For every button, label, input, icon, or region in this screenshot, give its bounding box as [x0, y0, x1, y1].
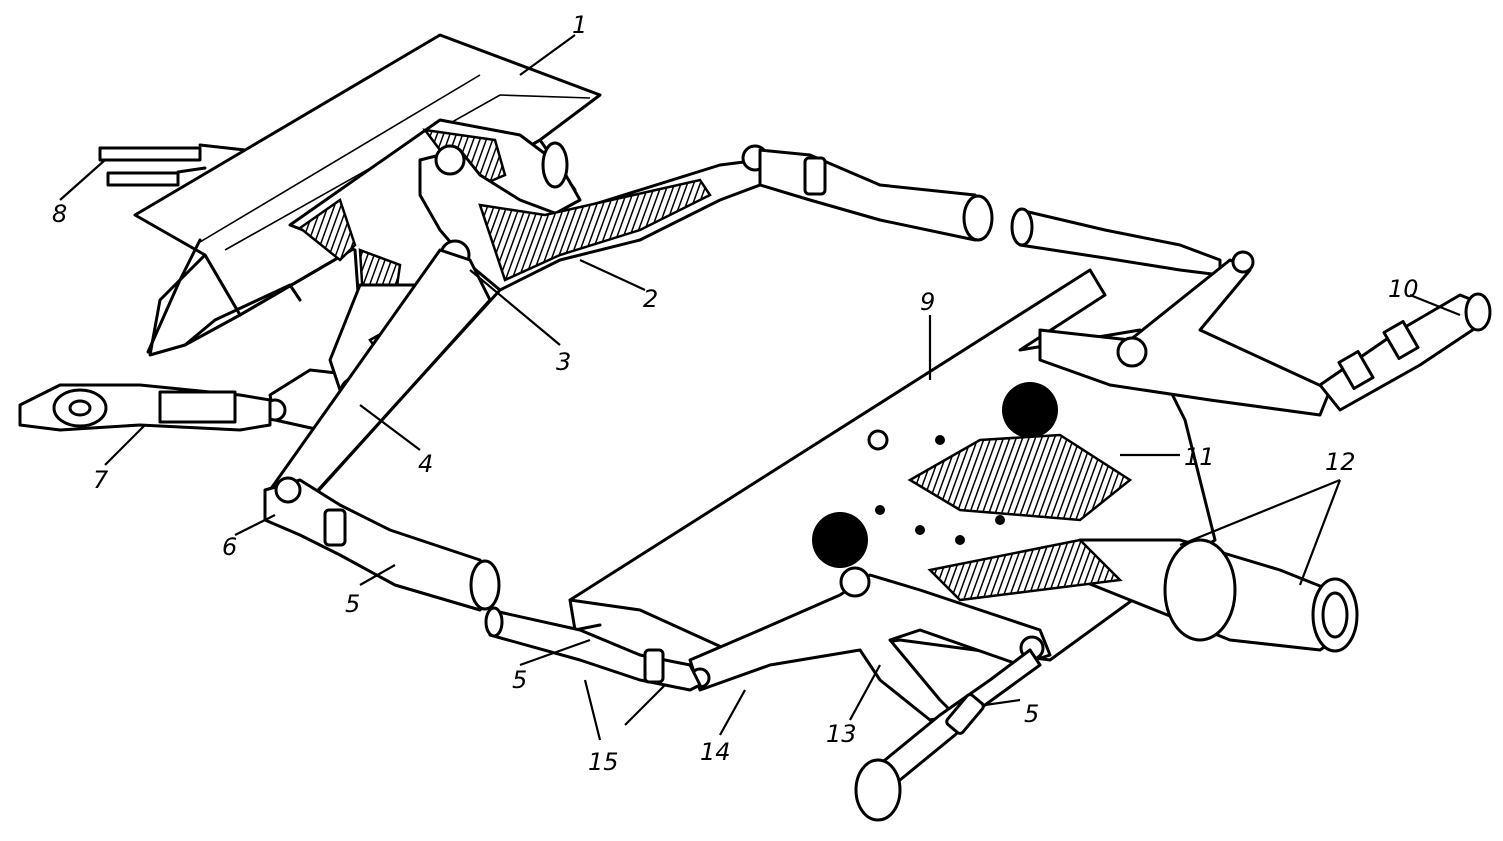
callout-2: 2	[643, 285, 658, 313]
callout-12: 12	[1325, 448, 1356, 476]
right-end-fitting-part-10	[1318, 292, 1492, 412]
leader-lines	[59, 34, 1461, 741]
callout-14: 14	[700, 738, 731, 766]
callout-10: 10	[1388, 275, 1419, 303]
pipe-hatches-part-8	[98, 143, 247, 187]
callout-13: 13	[826, 720, 857, 748]
callout-7: 7	[93, 466, 109, 494]
callout-1: 1	[572, 11, 587, 39]
callout-5-middle: 5	[512, 666, 527, 694]
callout-11: 11	[1184, 443, 1215, 471]
callout-labels: 1 2 3 4 5 5 5 6 7 8 9 10 11 12 13 14 15	[52, 11, 1419, 776]
callout-3: 3	[556, 348, 571, 376]
upper-rod-right	[758, 148, 994, 242]
callout-5-right: 5	[1024, 700, 1039, 728]
lower-middle-rod-part-15	[484, 606, 702, 692]
callout-9: 9	[920, 288, 935, 316]
callout-5-left: 5	[345, 590, 360, 618]
callout-6: 6	[222, 533, 237, 561]
lower-left-rod-part-5	[263, 476, 501, 612]
right-upper-rod	[1010, 207, 1332, 417]
power-cylinder-part-12	[927, 538, 1359, 653]
callout-4: 4	[418, 450, 433, 478]
callout-8: 8	[52, 200, 67, 228]
left-clevis-part-7	[18, 383, 272, 432]
lower-right-rod-part-5	[854, 648, 1042, 822]
callout-15: 15	[588, 748, 619, 776]
